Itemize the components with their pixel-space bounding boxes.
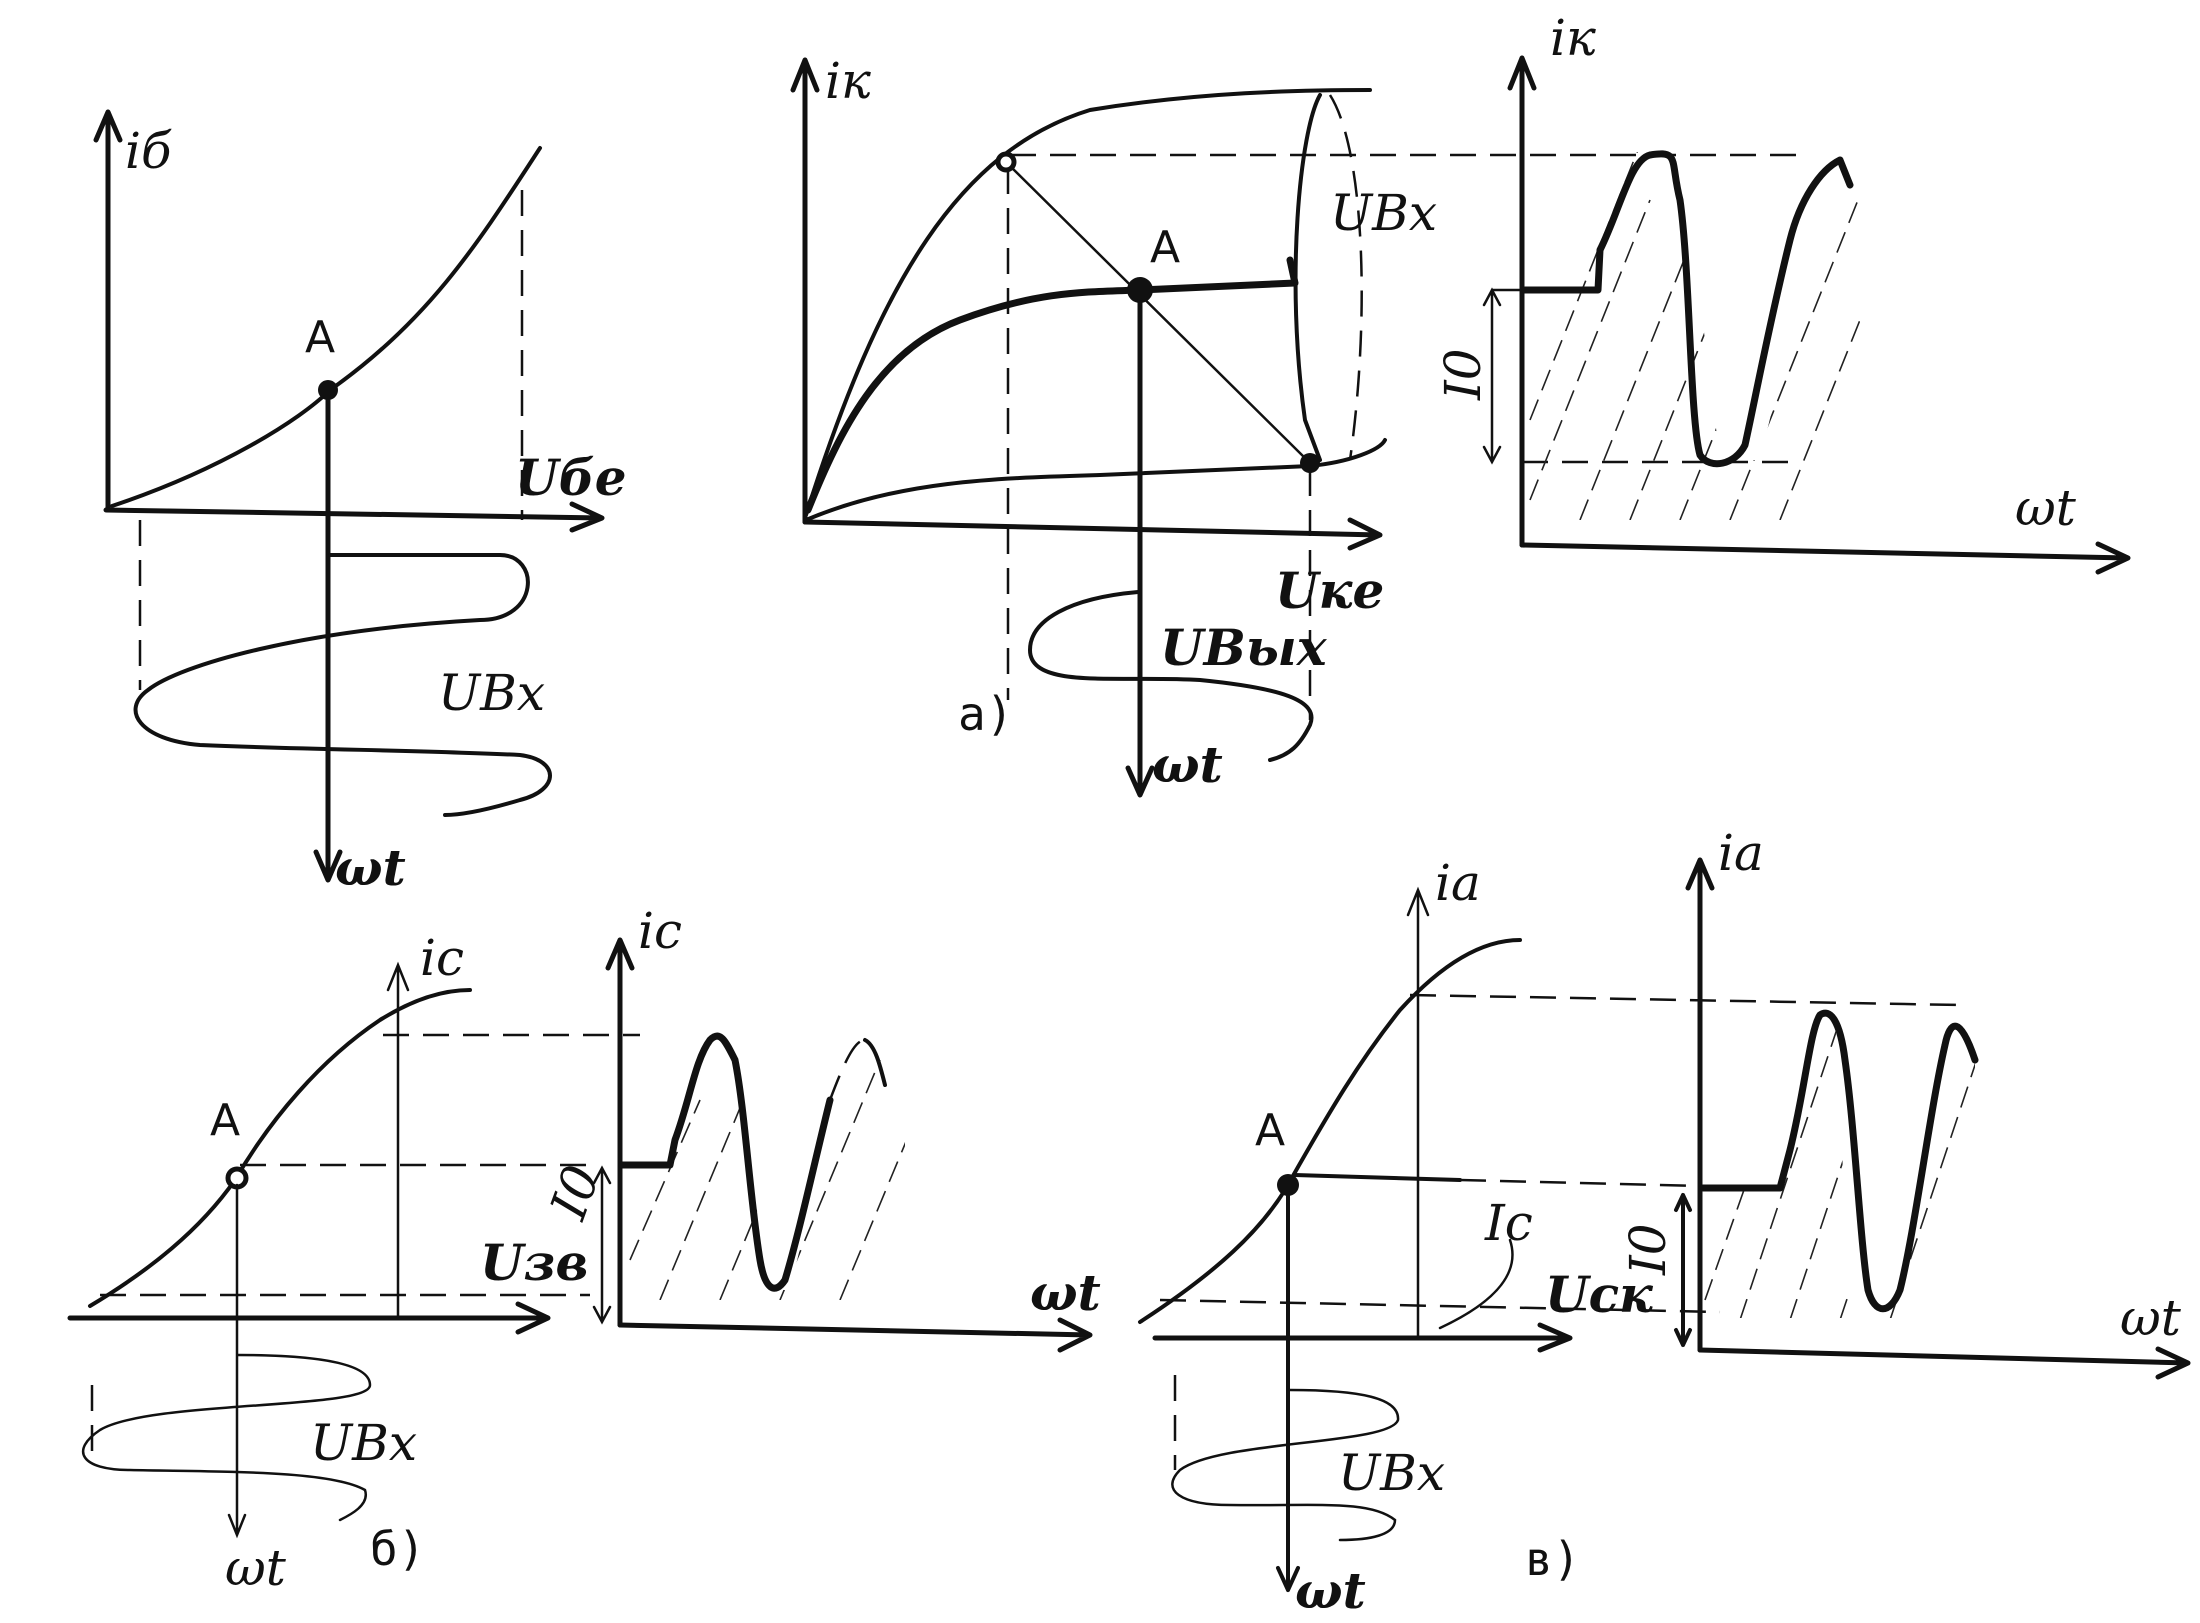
caption-c: в)	[1525, 1532, 1580, 1586]
ik-label: iк	[1550, 9, 1596, 67]
operating-point-a	[1277, 1174, 1299, 1196]
uvx-label: UВх	[310, 1414, 417, 1472]
wt-axis	[617, 1317, 1093, 1353]
i0-dimension	[1482, 287, 1502, 465]
load-line	[1004, 160, 1312, 465]
ic-label: ic	[420, 929, 464, 987]
time-axis-down	[1276, 1193, 1300, 1592]
bias-current-line	[1293, 1173, 1462, 1182]
output-signal-sinusoid	[1028, 590, 1314, 762]
max-current-dash	[1409, 993, 1961, 1007]
uck-label: Uск	[1545, 1265, 1654, 1324]
uzv-axis	[67, 1301, 551, 1335]
wt-label: ωt	[335, 838, 406, 897]
ik-axis	[1507, 55, 1537, 548]
transfer-characteristic-curve	[1138, 938, 1522, 1324]
uke-label: Uке	[1275, 561, 1384, 620]
panel-b-current-chart: ic ωt I0	[539, 902, 1101, 1353]
i0-dimension	[1674, 1193, 1692, 1347]
uzv-label: Uзв	[480, 1233, 588, 1292]
ia-axis	[1406, 886, 1430, 1340]
input-characteristic-curve	[110, 146, 542, 508]
uvx-label: UВх	[438, 664, 545, 722]
time-axis-down	[227, 1183, 247, 1539]
ia-label: ia	[1718, 824, 1764, 882]
wt-label: ωt	[1152, 735, 1223, 794]
bottom-intersection-point	[1300, 453, 1320, 473]
input-signal-sinusoid	[133, 553, 552, 817]
uvyx-label: UВых	[1160, 618, 1328, 677]
i0-label: I0	[1619, 1223, 1677, 1276]
panel-b-transfer-chart: ic Uзв A UВх ωt б)	[67, 929, 640, 1597]
hatched-area	[1529, 152, 1860, 520]
panel-a-input-chart: iб Uбе A UВх ωt	[93, 109, 627, 897]
ic-leader-line	[1438, 1238, 1514, 1330]
ic-label: Ic	[1484, 1194, 1533, 1252]
ia-axis	[1685, 857, 1715, 1353]
wt-axis	[1697, 1346, 2191, 1380]
uck-axis	[1152, 1322, 1573, 1353]
wt-label: ωt	[1030, 1263, 1101, 1322]
uke-axis	[802, 517, 1383, 551]
point-a-label: A	[1150, 222, 1180, 273]
drain-current-waveform	[618, 1032, 834, 1292]
i0-dimension	[592, 1165, 612, 1325]
min-current-dash	[1159, 1298, 1721, 1314]
top-intersection-point	[995, 151, 1017, 173]
wt-axis	[1519, 541, 2131, 575]
collector-current-waveform	[1521, 150, 1854, 468]
input-swing-dash	[1328, 94, 1363, 461]
wt-label: ωt	[225, 1539, 287, 1597]
panel-a-output-chart: iк Uке A UВх UВых ωt а)	[790, 52, 1800, 798]
ube-axis	[103, 501, 605, 533]
point-a-label: A	[305, 312, 335, 363]
operating-point-a	[1127, 277, 1153, 303]
ic-label: ic	[638, 902, 682, 960]
input-signal-sinusoid	[81, 1353, 372, 1522]
panel-c-transfer-chart: ia Uск Ic A UВх ωt в)	[1138, 854, 1961, 1620]
output-characteristic-top	[804, 88, 1372, 517]
time-axis-down	[1125, 297, 1155, 798]
caption-a: а)	[958, 687, 1013, 741]
anode-current-waveform	[1699, 1009, 1979, 1313]
point-a-label: A	[1255, 1105, 1285, 1156]
ube-label: Uбе	[515, 448, 627, 507]
continuation-dash	[828, 1038, 866, 1101]
ib-axis	[93, 109, 123, 513]
transfer-characteristic-curve	[88, 988, 472, 1308]
ic-axis	[605, 937, 635, 1328]
wt-label: ωt	[1295, 1561, 1366, 1620]
input-swing-ellipse	[1293, 93, 1322, 462]
operating-point-a	[318, 380, 338, 400]
wt-label: ωt	[2120, 1289, 2182, 1347]
panel-a-current-chart: iк ωt I0	[1434, 9, 2131, 575]
caption-b: б)	[370, 1522, 425, 1576]
uvx-swing-label: UВх	[1330, 184, 1437, 242]
wt-label: ωt	[2015, 479, 2077, 537]
ib-label: iб	[125, 122, 172, 180]
input-signal-sinusoid	[1171, 1388, 1400, 1542]
hatched-area	[629, 1059, 905, 1300]
waveform-end	[863, 1038, 887, 1087]
bias-current-dash	[1459, 1178, 1781, 1190]
panel-c-current-chart: ia ωt I0	[1619, 824, 2191, 1380]
ic-axis	[386, 961, 410, 1320]
output-characteristic-bottom	[804, 438, 1387, 522]
ia-label: ia	[1435, 854, 1481, 912]
output-characteristic-middle	[804, 256, 1299, 514]
uvx-label: UВх	[1338, 1444, 1445, 1502]
ik-label: iк	[825, 52, 871, 110]
i0-label: I0	[1434, 348, 1492, 401]
ik-axis	[790, 57, 820, 525]
point-a-label: A	[210, 1095, 240, 1146]
